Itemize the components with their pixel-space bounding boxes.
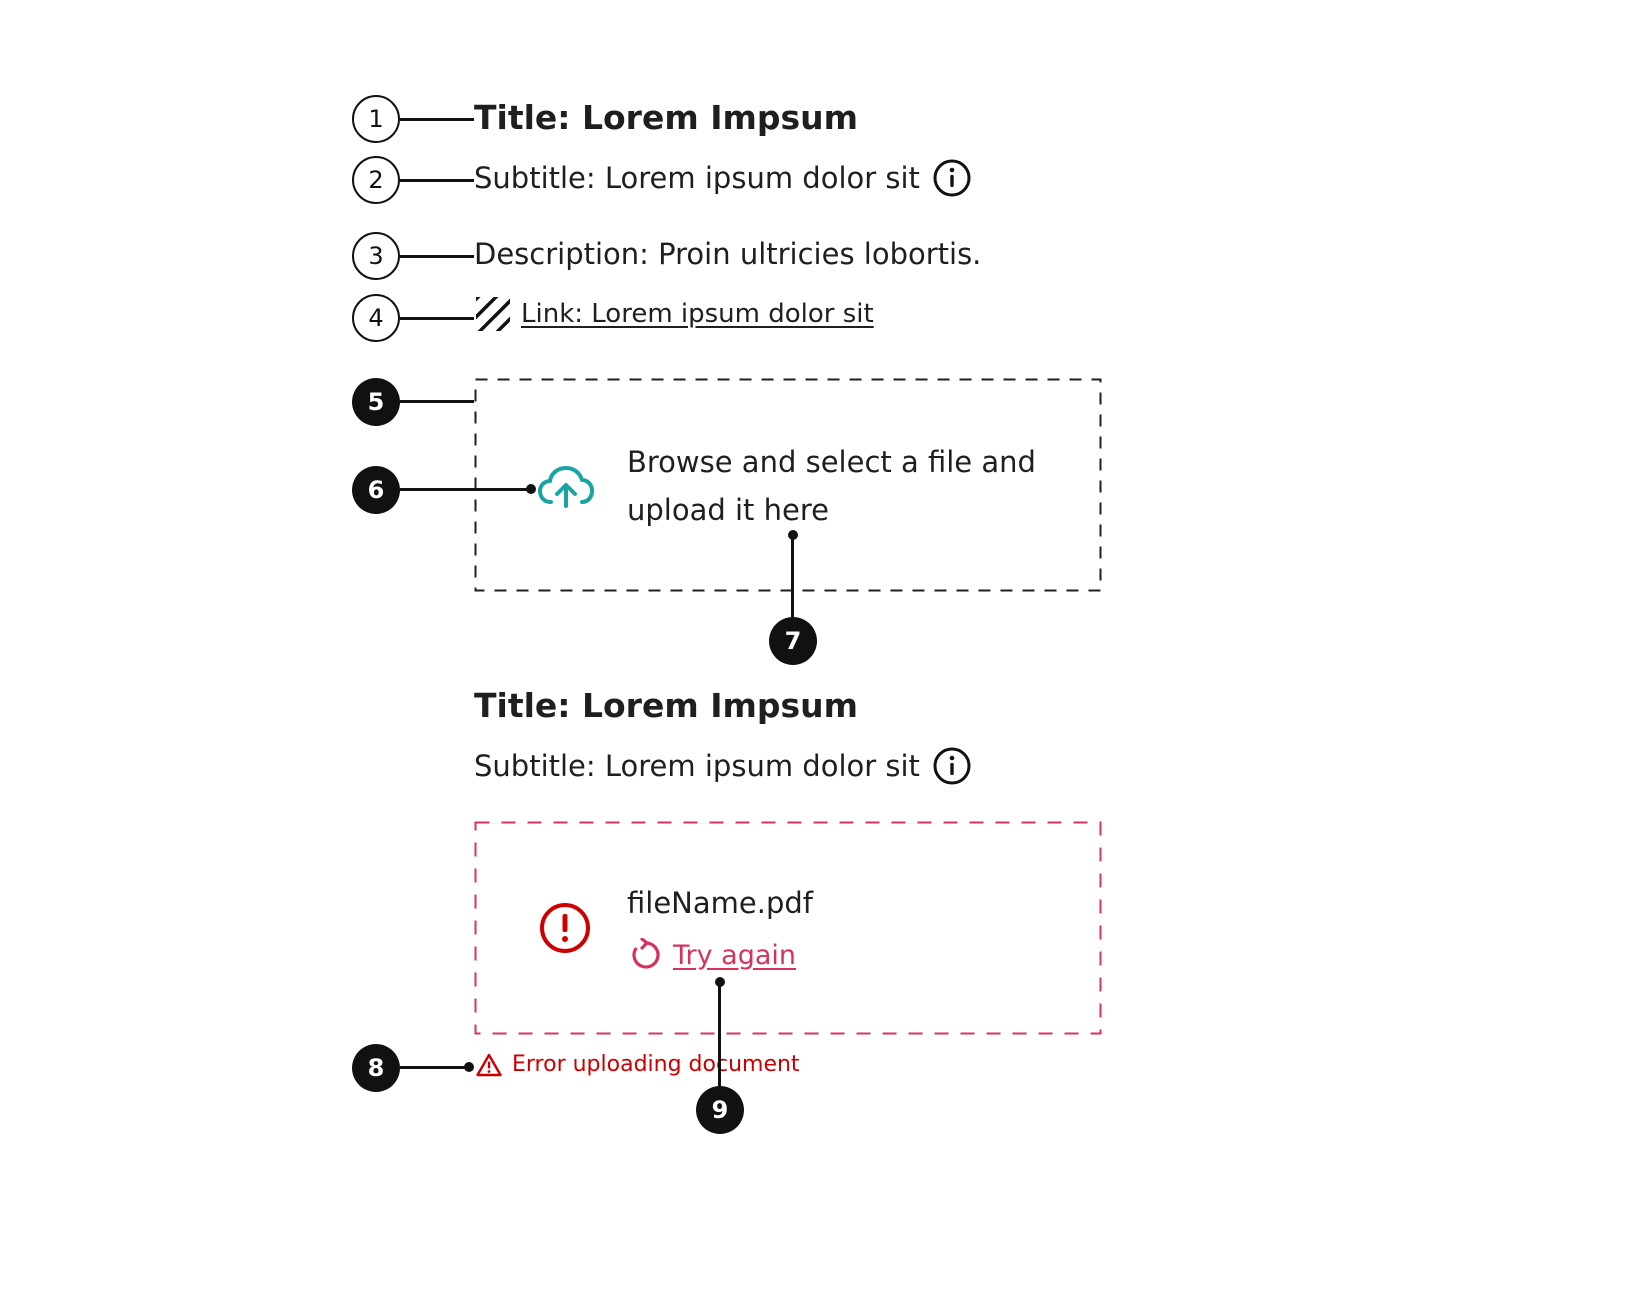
callout-marker-8: 8 — [352, 1044, 400, 1092]
callout-number: 2 — [368, 166, 384, 194]
error-state-subtitle-row: Subtitle: Lorem ipsum dolor sit — [474, 746, 972, 786]
callout-dot-8 — [464, 1062, 474, 1072]
file-name: fileName.pdf — [627, 886, 813, 920]
dropzone-border — [474, 378, 1102, 592]
warning-triangle-icon — [476, 1053, 502, 1076]
callout-number: 6 — [367, 476, 385, 504]
cloud-upload-icon[interactable] — [537, 464, 595, 510]
callout-dot-6 — [526, 484, 536, 494]
error-dropzone[interactable] — [474, 821, 1102, 1035]
info-icon[interactable] — [932, 746, 972, 786]
subtitle-row: Subtitle: Lorem ipsum dolor sit — [474, 158, 972, 198]
callout-line-3 — [400, 255, 474, 258]
callout-marker-3: 3 — [352, 232, 400, 280]
callout-number: 7 — [784, 627, 802, 655]
description: Description: Proin ultricies lobortis. — [474, 237, 982, 271]
callout-line-2 — [400, 179, 474, 182]
upload-dropzone[interactable] — [474, 378, 1102, 592]
error-message: Error uploading document — [512, 1052, 800, 1077]
callout-number: 1 — [368, 105, 384, 133]
upload-instruction-line-1: Browse and select a file and — [627, 445, 1036, 479]
title: Title: Lorem Impsum — [474, 98, 859, 137]
retry-link[interactable]: Try again — [673, 939, 797, 971]
callout-number: 5 — [367, 388, 385, 416]
callout-number: 4 — [368, 304, 384, 332]
callout-marker-9: 9 — [696, 1086, 744, 1134]
callout-number: 9 — [711, 1096, 729, 1124]
upload-instruction: Browse and select a file and upload it h… — [627, 438, 1067, 534]
error-circle-icon — [540, 903, 590, 953]
callout-marker-7: 7 — [769, 617, 817, 665]
callout-marker-1: 1 — [352, 95, 400, 143]
callout-marker-6: 6 — [352, 466, 400, 514]
subtitle: Subtitle: Lorem ipsum dolor sit — [474, 161, 920, 195]
retry-button[interactable]: Try again — [629, 938, 796, 972]
callout-line-9 — [718, 982, 721, 1088]
link[interactable]: Link: Lorem ipsum dolor sit — [521, 299, 874, 329]
callout-line-8 — [400, 1066, 468, 1069]
callout-marker-2: 2 — [352, 156, 400, 204]
refresh-icon — [632, 938, 660, 969]
callout-line-6 — [400, 488, 530, 491]
hatch-link-icon — [476, 297, 510, 331]
error-state-title: Title: Lorem Impsum — [474, 686, 859, 725]
link-row[interactable]: Link: Lorem ipsum dolor sit — [475, 296, 874, 332]
callout-line-5 — [400, 400, 474, 403]
callout-line-7 — [791, 535, 794, 617]
error-state-subtitle: Subtitle: Lorem ipsum dolor sit — [474, 749, 920, 783]
callout-line-1 — [400, 118, 474, 121]
callout-marker-5: 5 — [352, 378, 400, 426]
upload-instruction-line-2: upload it here — [627, 493, 829, 527]
error-dropzone-border — [474, 821, 1102, 1035]
callout-line-4 — [400, 317, 474, 320]
info-icon[interactable] — [932, 158, 972, 198]
callout-number: 8 — [367, 1054, 385, 1082]
callout-number: 3 — [368, 242, 384, 270]
error-message-row: Error uploading document — [476, 1052, 800, 1077]
callout-marker-4: 4 — [352, 294, 400, 342]
